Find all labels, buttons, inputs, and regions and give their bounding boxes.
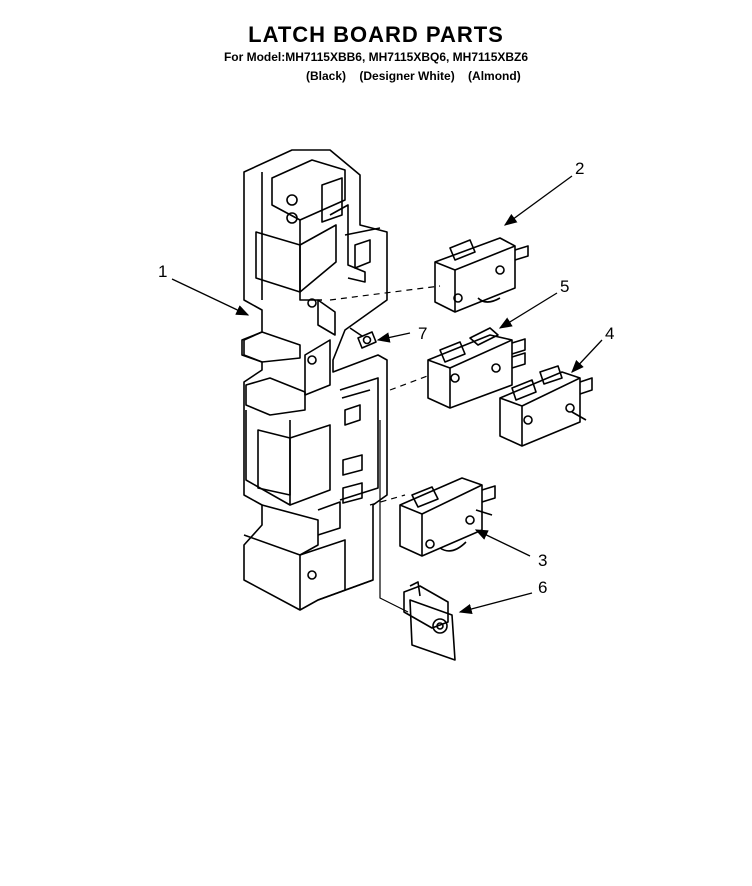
lever-bracket-part-6 <box>403 581 456 661</box>
color-white: (Designer White) <box>359 69 455 83</box>
switch-part-2 <box>434 237 529 313</box>
callout-4: 4 <box>605 324 614 343</box>
color-almond: (Almond) <box>468 69 521 83</box>
latch-board-frame <box>241 149 388 611</box>
callout-2: 2 <box>575 159 584 178</box>
callout-7: 7 <box>418 324 427 343</box>
assembly-guide-lines <box>329 285 441 506</box>
callout-3: 3 <box>538 551 547 570</box>
guide-line-6 <box>379 420 409 613</box>
callout-6: 6 <box>538 578 547 597</box>
screw-part-7 <box>349 327 377 349</box>
callout-5: 5 <box>560 277 569 296</box>
callout-1: 1 <box>158 262 167 281</box>
color-black: (Black) <box>306 69 347 83</box>
leader-lines <box>171 175 603 615</box>
model-line: For Model:MH7115XBB6, MH7115XBQ6, MH7115… <box>223 50 529 64</box>
switch-part-4 <box>499 365 593 447</box>
page-title: LATCH BOARD PARTS <box>248 22 504 47</box>
color-variants: (Black) (Designer White) (Almond) <box>306 69 531 83</box>
switch-part-5 <box>427 327 526 409</box>
switch-part-3 <box>399 477 496 557</box>
